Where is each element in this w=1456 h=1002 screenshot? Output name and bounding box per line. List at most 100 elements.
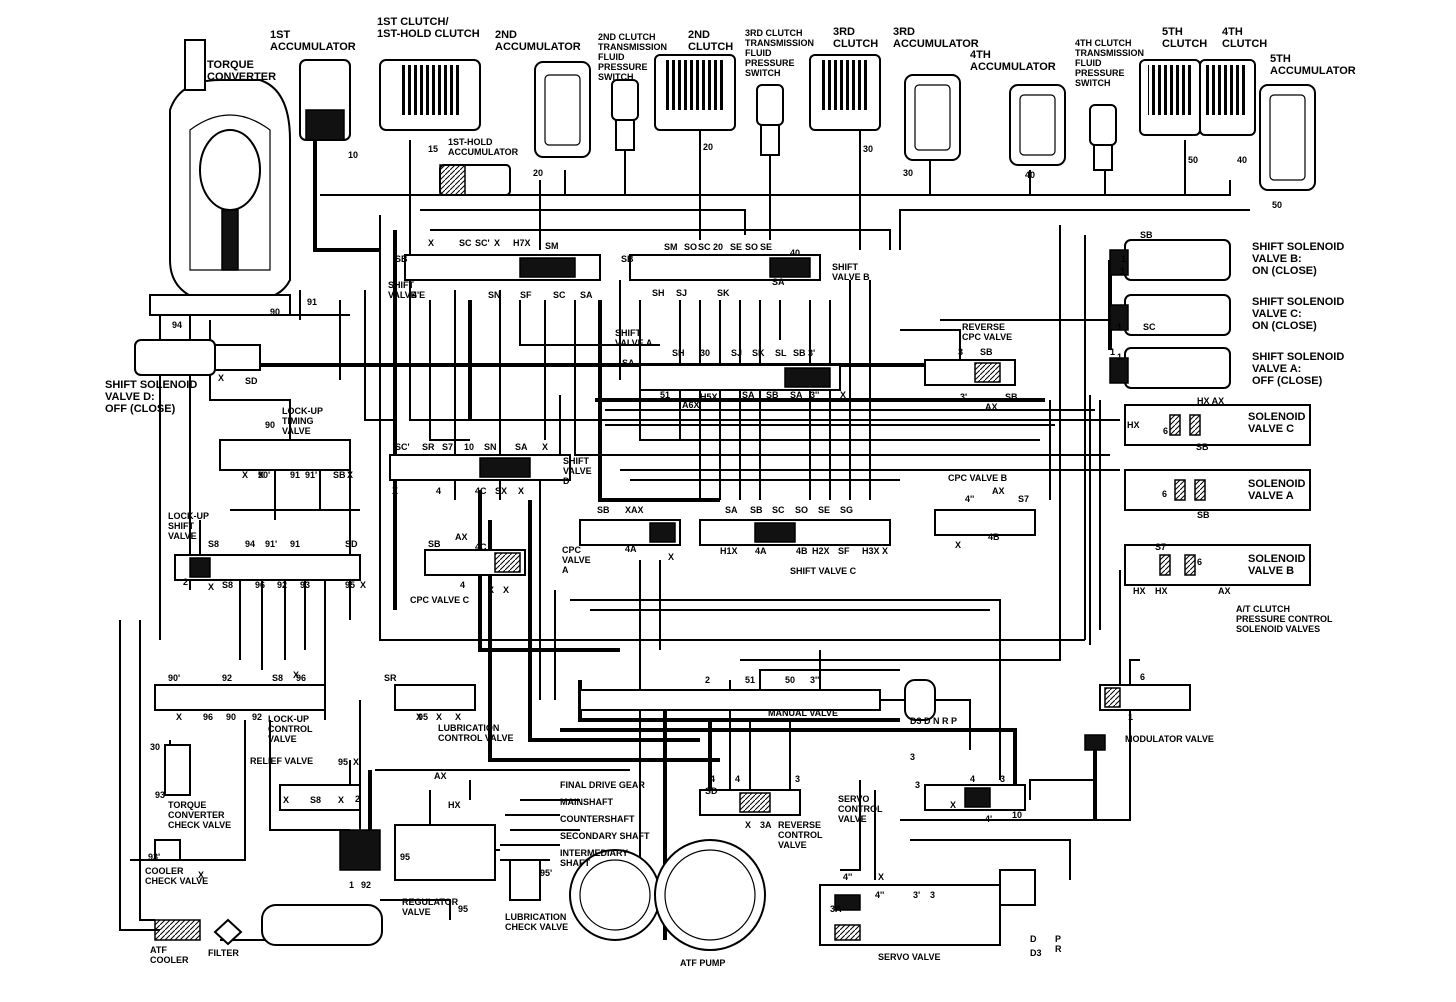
port-label: SR — [422, 442, 435, 452]
port-label: XAX — [625, 505, 644, 515]
port-label: 1 — [1117, 352, 1122, 362]
port-label: HX — [448, 800, 461, 810]
port-label: AX — [992, 486, 1005, 496]
port-label: 91 — [290, 539, 300, 549]
port-label: 3 — [1000, 774, 1005, 784]
third-accumulator — [904, 74, 961, 161]
lockup-timing-valve — [219, 439, 351, 471]
cpc-valve-a — [579, 519, 681, 546]
label-cpc-valve-b: CPC VALVE B — [948, 473, 1008, 483]
first-clutch — [379, 59, 481, 131]
port-label: AX — [455, 532, 468, 542]
port-label: 4 — [735, 774, 740, 784]
port-label: 20 — [703, 142, 713, 152]
port-label: SC' — [395, 442, 410, 452]
port-label: 92 — [277, 580, 287, 590]
port-label: SD — [245, 376, 258, 386]
port-label: SN — [488, 290, 501, 300]
port-label: X — [347, 470, 353, 480]
port-label: X — [488, 585, 494, 595]
port-label: 92 — [252, 712, 262, 722]
port-label: 90 — [265, 420, 275, 430]
port-label: 4'' — [875, 890, 884, 900]
port-label: 91 — [290, 470, 300, 480]
port-label: 40 — [790, 248, 800, 258]
port-label: 93 — [300, 580, 310, 590]
port-label: SA — [515, 442, 528, 452]
port-label: 50 — [785, 675, 795, 685]
second-accumulator — [534, 61, 591, 158]
fourth-accumulator — [1009, 84, 1066, 166]
port-label: 1 — [1110, 347, 1115, 357]
third-clutch — [809, 54, 881, 131]
port-label: SG — [840, 505, 853, 515]
port-label: SC — [1143, 322, 1156, 332]
port-label: X — [353, 757, 359, 767]
fourth-clutch-pressure-switch — [1089, 104, 1117, 171]
shift-solenoid-a — [1109, 347, 1231, 389]
port-label: SK — [752, 348, 765, 358]
relief-valve — [279, 784, 361, 811]
port-label: SB — [333, 470, 346, 480]
regulator-valve — [339, 824, 496, 881]
port-label: 3A — [830, 904, 842, 914]
label-manual-valve: MANUAL VALVE — [768, 708, 838, 718]
third-clutch-pressure-switch — [756, 84, 784, 156]
port-label: 6 — [1163, 426, 1168, 436]
port-label: 4'' — [412, 290, 421, 300]
atf-cooler — [154, 919, 201, 941]
port-label: SO — [795, 505, 808, 515]
port-label: X — [242, 470, 248, 480]
port-label: SA — [580, 290, 593, 300]
fifth-accumulator — [1259, 84, 1316, 191]
port-label: X — [428, 238, 434, 248]
torque-converter-check-valve — [164, 744, 191, 796]
port-label: 93 — [155, 790, 165, 800]
port-label: 10 — [464, 442, 474, 452]
port-label: X — [392, 486, 398, 496]
port-label: SA — [772, 277, 785, 287]
port-label: X — [360, 580, 366, 590]
port-label: SO — [684, 242, 697, 252]
port-label: SB — [597, 505, 610, 515]
servo-valve — [819, 869, 1036, 946]
port-label: SF — [838, 546, 850, 556]
atf-pump — [569, 839, 766, 951]
port-label: X — [745, 820, 751, 830]
port-label: AX — [1218, 586, 1231, 596]
port-label: SB — [793, 348, 806, 358]
port-label: SX — [495, 486, 507, 496]
manual-valve — [579, 679, 936, 721]
port-label: X — [198, 870, 204, 880]
port-label: 3'' — [810, 390, 819, 400]
label-secondary-shaft: SECONDARY SHAFT — [560, 831, 650, 841]
port-label: S7 — [1155, 542, 1166, 552]
port-label: SA — [622, 358, 635, 368]
port-label: SC — [459, 238, 472, 248]
port-label: 50 — [1188, 155, 1198, 165]
port-label: X — [955, 540, 961, 550]
port-label: 50 — [1272, 200, 1282, 210]
shift-valve-a — [639, 364, 841, 391]
second-clutch — [654, 54, 736, 131]
port-label: 91 — [307, 297, 317, 307]
port-label: SB — [1005, 392, 1018, 402]
strainer — [261, 904, 383, 946]
shift-valve-d — [389, 454, 571, 481]
port-label: X — [882, 546, 888, 556]
